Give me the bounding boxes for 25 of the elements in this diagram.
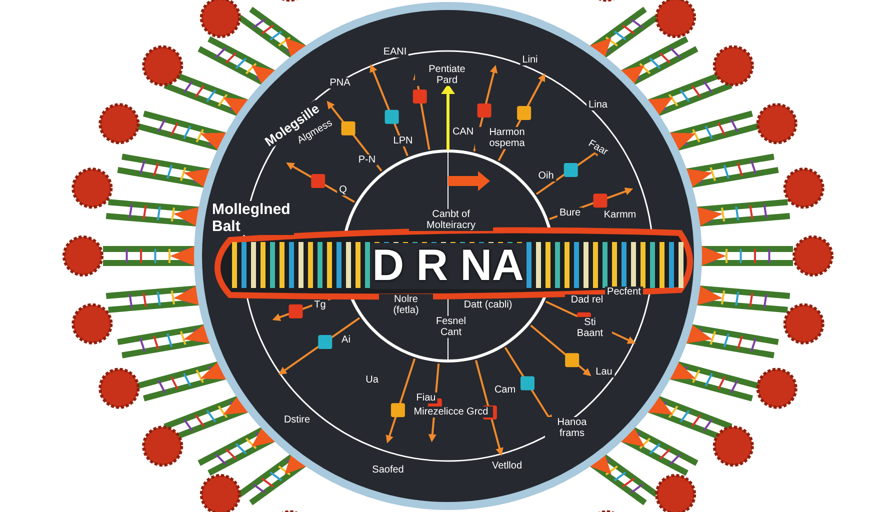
label: Ua: [364, 374, 380, 386]
label: Vetllod: [490, 460, 524, 472]
label: Cam: [492, 384, 518, 396]
band-title: D R NA: [370, 243, 526, 289]
label: Molleglned Balt: [210, 201, 294, 235]
label: PNA: [328, 78, 352, 88]
label: Oih: [536, 170, 556, 182]
label: Lau: [594, 366, 614, 378]
label: Ai: [340, 334, 352, 346]
label: Nolre (fetla): [379, 294, 433, 316]
label: Fiau: [414, 392, 438, 404]
label: Dstire: [282, 414, 312, 426]
label: CAN: [450, 126, 476, 138]
label: EANI: [381, 46, 409, 58]
label: Bure: [557, 208, 583, 218]
label: LPN: [391, 136, 415, 146]
label: Tg: [312, 300, 328, 310]
label: Karmm: [602, 210, 638, 220]
label: Lina: [586, 100, 610, 110]
label: Pecfent: [605, 286, 643, 298]
label: Canbt of Molteiracry: [409, 209, 493, 231]
label: P-N: [356, 154, 378, 166]
label: Saofed: [370, 464, 406, 476]
label: Q: [337, 184, 349, 196]
label: Lini: [520, 54, 540, 66]
